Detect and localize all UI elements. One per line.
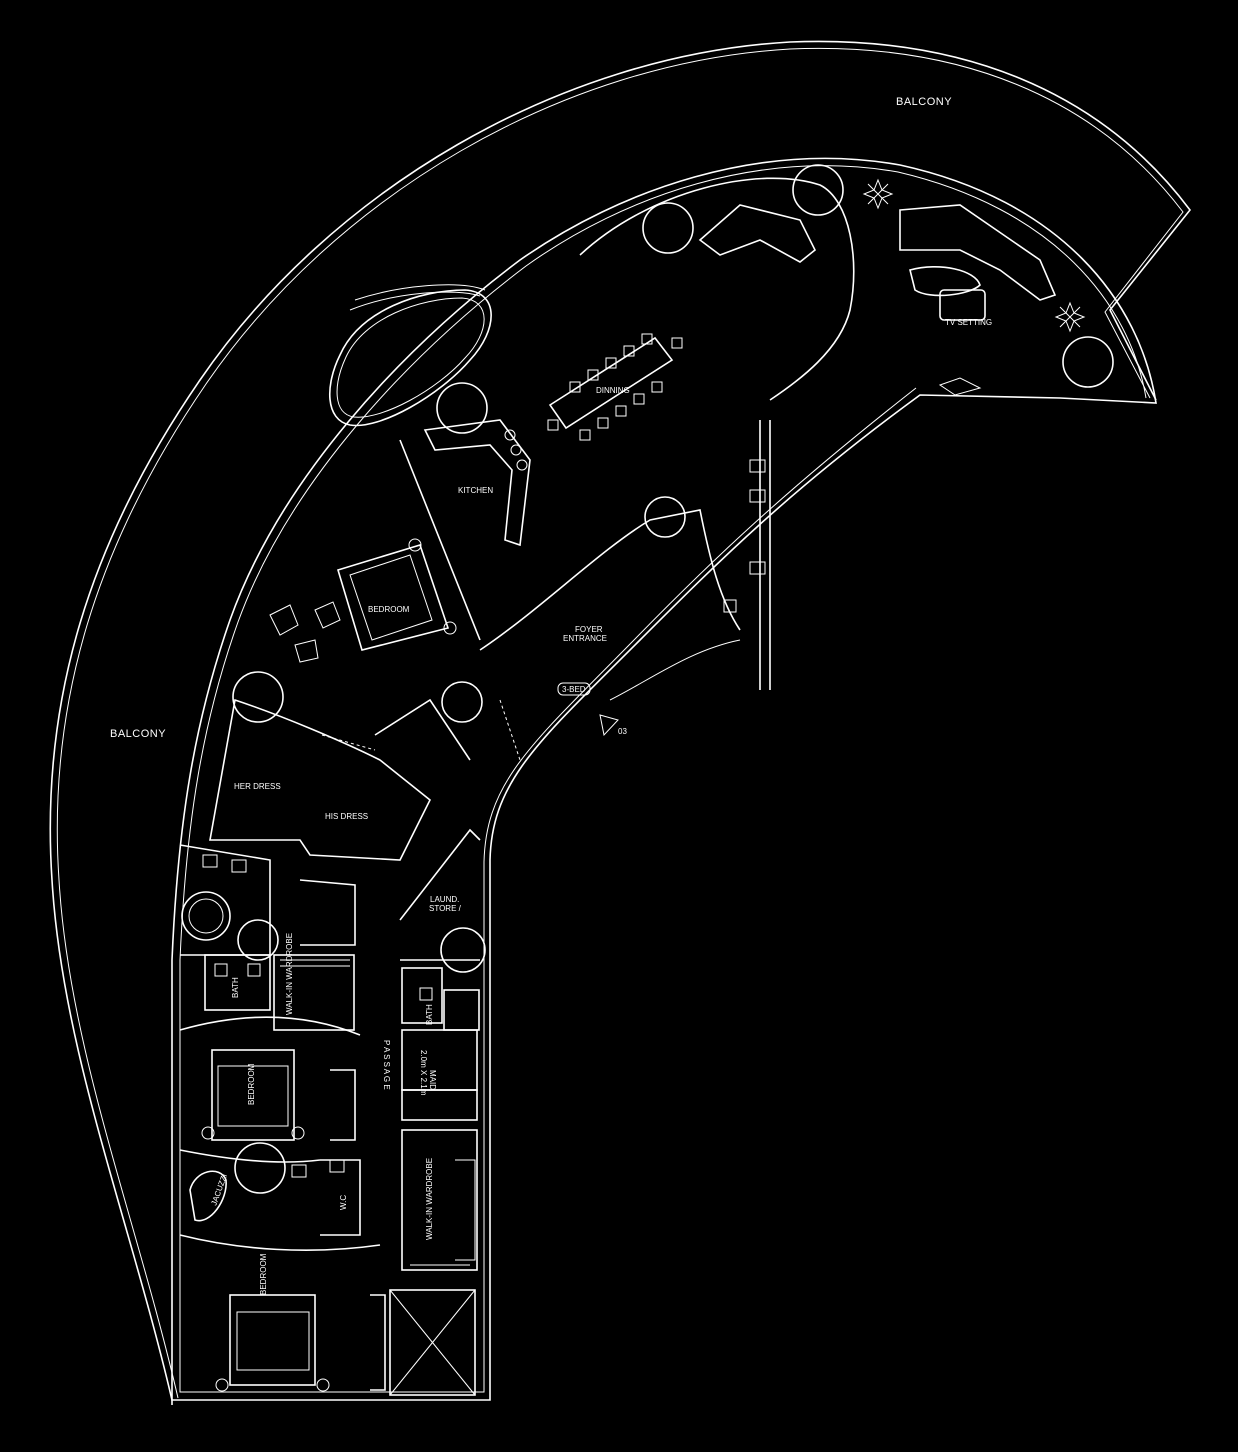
maid-label-2: 2.0m X 2.1m bbox=[419, 1050, 428, 1096]
tree-icon bbox=[436, 382, 488, 434]
foyer-label-2: ENTRANCE bbox=[563, 634, 607, 643]
plant-icon bbox=[1054, 301, 1086, 333]
her-dress-label: HER DRESS bbox=[234, 782, 281, 791]
bedroom-upper-label: BEDROOM bbox=[368, 605, 410, 614]
bath-label-1: BATH bbox=[231, 977, 240, 998]
bath-label-2: BATH bbox=[425, 1004, 434, 1025]
walkin-label-1: WALK-IN WARDROBE bbox=[285, 933, 294, 1015]
tree-icon bbox=[237, 919, 279, 961]
outer-boundary bbox=[49, 40, 1192, 1405]
bedroom-upper bbox=[269, 538, 457, 663]
tree-icon bbox=[440, 927, 486, 973]
inner-envelope bbox=[171, 157, 1157, 1401]
tree-icon bbox=[1062, 336, 1114, 388]
foyer-label-1: FOYER bbox=[575, 625, 603, 634]
tv-setting-label: TV SETTING bbox=[945, 318, 992, 327]
plant-icon bbox=[862, 178, 894, 210]
living-area bbox=[579, 164, 1114, 401]
foyer-area bbox=[441, 420, 771, 761]
tree-icon bbox=[234, 1142, 286, 1194]
maid-label-1: MAID bbox=[428, 1070, 437, 1090]
marker-label: 03 bbox=[618, 727, 627, 736]
bath-block-upper bbox=[179, 844, 356, 1031]
tree-icon bbox=[642, 202, 694, 254]
wc-label: W.C bbox=[339, 1195, 348, 1210]
laundry-label-1: LAUND. bbox=[430, 895, 459, 904]
bedroom-bottom-label: BEDROOM bbox=[259, 1253, 268, 1295]
pool bbox=[329, 284, 492, 427]
tree-icon bbox=[792, 164, 844, 216]
passage-label: P A S S A G E bbox=[382, 1040, 391, 1090]
tree-icon bbox=[644, 496, 686, 538]
bedroom-bottom bbox=[215, 1294, 386, 1392]
balcony-left-label: BALCONY bbox=[110, 728, 166, 740]
bedroom-mid bbox=[179, 1016, 381, 1251]
dressing-area bbox=[209, 671, 471, 861]
walkin-label-2: WALK-IN WARDROBE bbox=[425, 1158, 434, 1240]
dining-table bbox=[547, 333, 683, 441]
bedroom-mid-label: BEDROOM bbox=[247, 1063, 256, 1105]
service-core bbox=[389, 828, 486, 1396]
tree-icon bbox=[232, 671, 284, 723]
kitchen-label: KITCHEN bbox=[458, 486, 493, 495]
dinning-label: DINNING bbox=[596, 386, 630, 395]
three-bed-badge: 3-BED bbox=[562, 685, 586, 694]
his-dress-label: HIS DRESS bbox=[325, 812, 368, 821]
balcony-top-label: BALCONY bbox=[896, 96, 952, 108]
kitchen-area bbox=[399, 382, 531, 641]
tree-icon bbox=[441, 681, 483, 723]
laundry-label-2: STORE / bbox=[429, 904, 462, 913]
